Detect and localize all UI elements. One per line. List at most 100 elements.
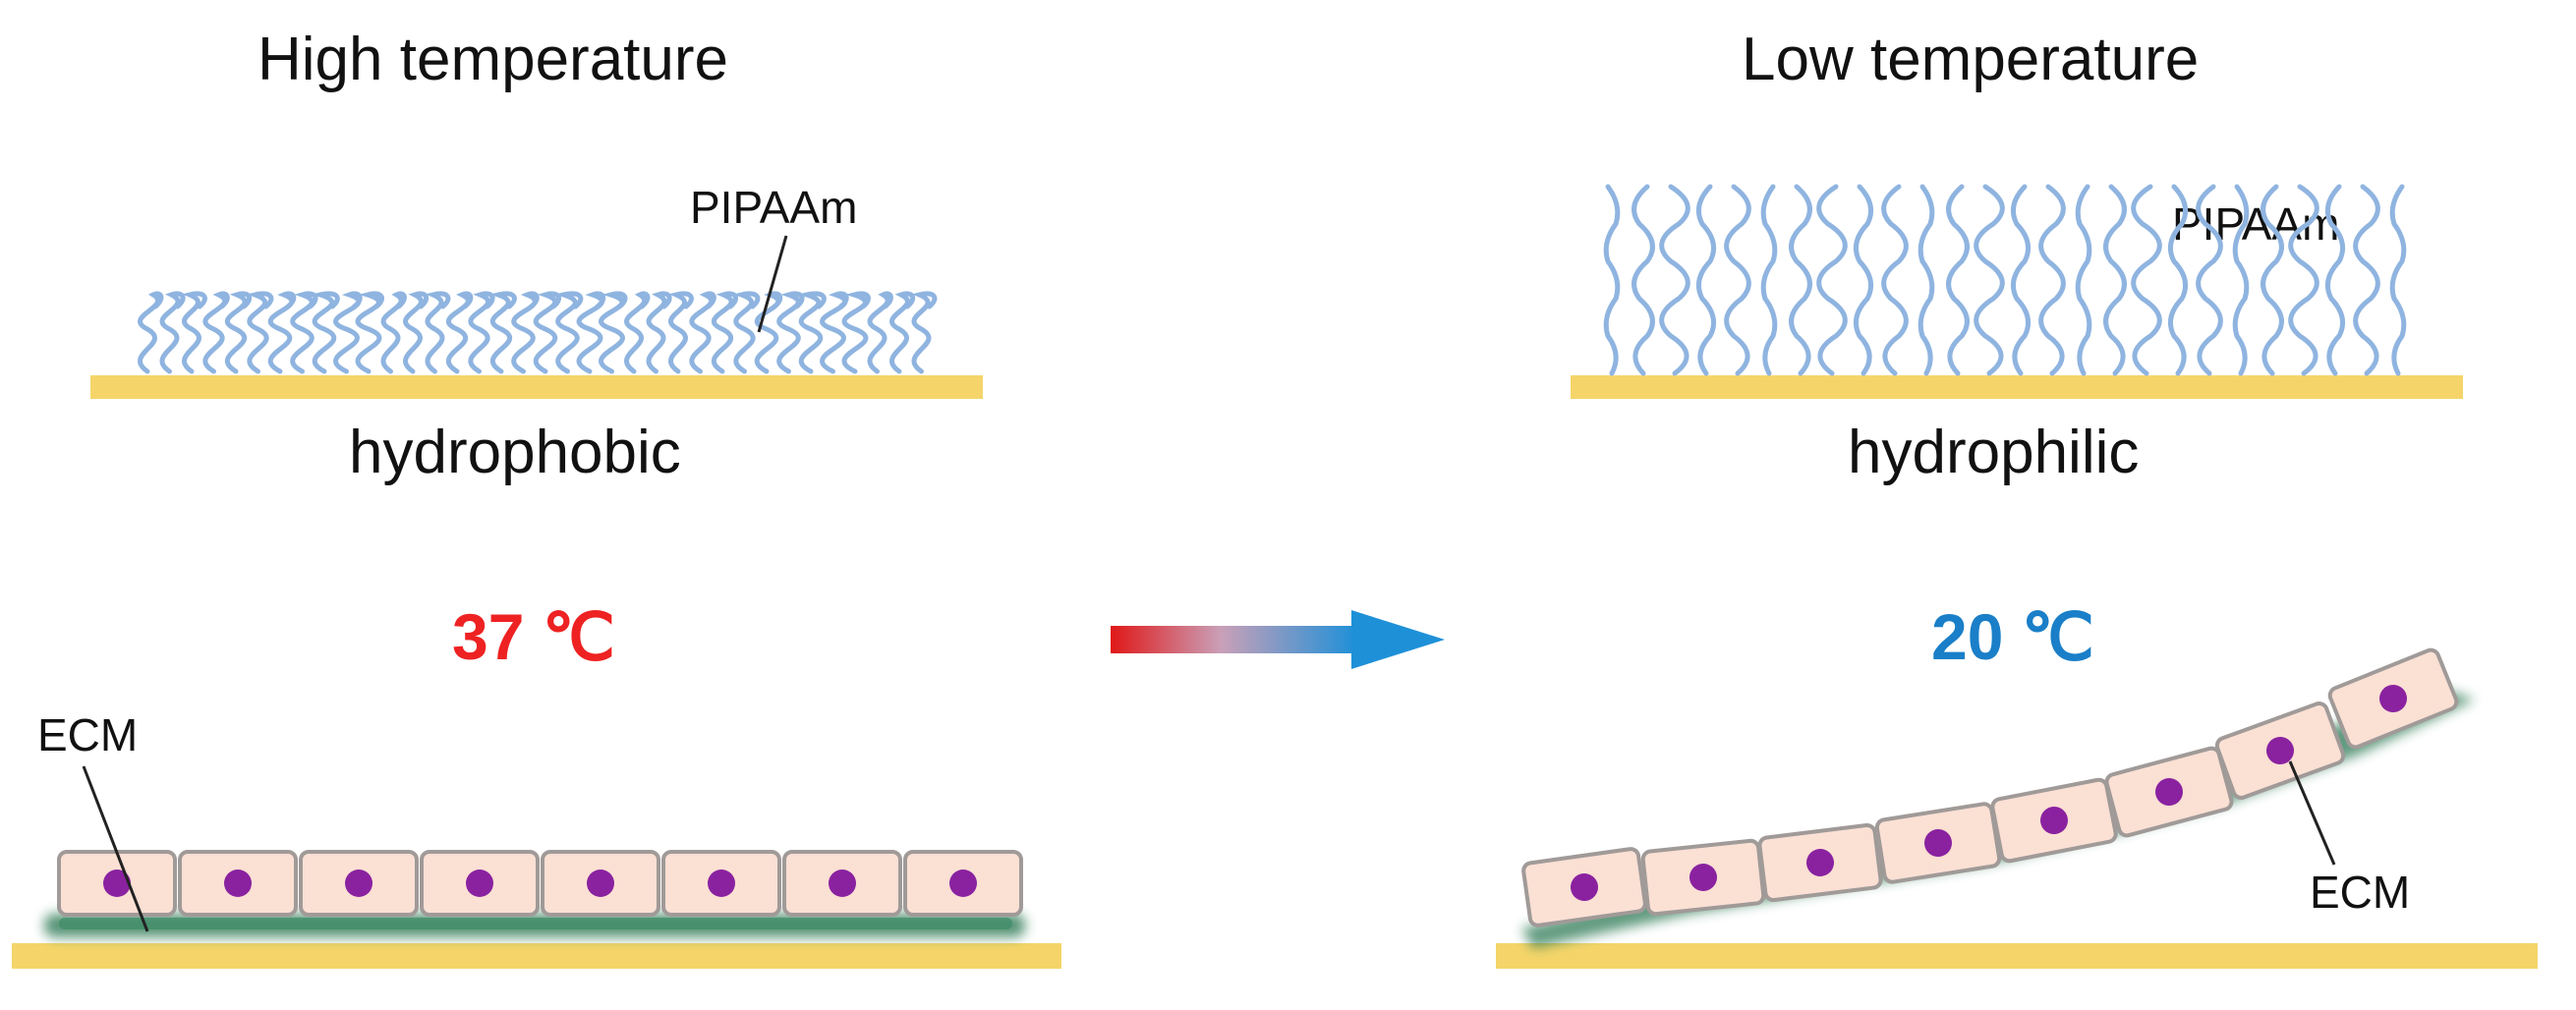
coiled-polymer-chain — [624, 291, 651, 374]
coiled-polymer-chain — [355, 291, 384, 374]
cell-nucleus — [1924, 829, 1952, 857]
coiled-polymer-chain — [511, 291, 540, 374]
coiled-polymer-chain — [159, 291, 186, 374]
extended-pipaam-chains — [1603, 184, 2407, 376]
extended-polymer-chain — [1853, 184, 1874, 376]
cell-nucleus — [708, 870, 735, 897]
extended-polymer-chain — [2389, 184, 2407, 376]
left-pipaam-label: PIPAAm — [690, 182, 858, 233]
coiled-polymer-chain — [712, 291, 739, 374]
collapsed-pipaam-chains — [138, 291, 938, 374]
coiled-polymer-chain — [668, 291, 694, 374]
extended-polymer-chain — [2353, 184, 2380, 376]
extended-polymer-chain — [2288, 184, 2319, 376]
left-pipaam-leader — [757, 235, 788, 333]
extended-polymer-chain — [1631, 184, 1655, 376]
cell — [1990, 777, 2118, 864]
extended-polymer-chain — [2038, 184, 2066, 376]
coiled-polymer-chain — [468, 291, 495, 374]
coiled-polymer-chain — [202, 291, 230, 374]
cell — [178, 850, 298, 917]
cell-nucleus — [949, 870, 977, 897]
cell — [661, 850, 781, 917]
cell — [2327, 647, 2459, 750]
cell — [299, 850, 419, 917]
cell — [1874, 802, 2002, 884]
coiled-polymer-chain — [889, 291, 916, 374]
cell — [2214, 701, 2346, 800]
extended-polymer-chain — [2010, 184, 2032, 376]
extended-polymer-chain — [1974, 184, 2005, 376]
right-top-substrate — [1571, 375, 2463, 399]
coiled-polymer-chain — [599, 291, 628, 374]
cell-nucleus — [1806, 849, 1834, 876]
extended-polymer-chain — [1918, 184, 1935, 376]
coiled-polymer-chain — [267, 291, 297, 374]
coiled-polymer-chain — [732, 291, 761, 374]
cell-nucleus — [224, 870, 252, 897]
left-top-substrate — [90, 375, 983, 399]
cell — [782, 850, 902, 917]
coiled-polymer-chain — [489, 291, 517, 374]
extended-polymer-chain — [1760, 184, 1778, 376]
coiled-polymer-chain — [797, 291, 827, 374]
extended-polymer-chain — [2324, 184, 2346, 376]
cell-nucleus — [2040, 807, 2068, 834]
right-ecm-leader — [2288, 760, 2336, 866]
coiled-polymer-chain — [841, 291, 871, 374]
coiled-polymer-chain — [138, 291, 164, 374]
left-ecm-label: ECM — [37, 709, 139, 760]
cell-nucleus — [103, 870, 131, 897]
coiled-polymer-chain — [576, 291, 606, 374]
extended-polymer-chain — [1659, 184, 1690, 376]
coiled-polymer-chain — [776, 291, 805, 374]
left-temperature: 37 ℃ — [452, 600, 615, 673]
extended-polymer-chain — [1695, 184, 1717, 376]
cell-nucleus — [829, 870, 856, 897]
cell-nucleus — [2266, 737, 2294, 764]
coiled-polymer-chain — [820, 291, 849, 374]
cell — [1521, 847, 1647, 927]
extended-polymer-chain — [2167, 184, 2189, 376]
extended-polymer-chain — [2232, 184, 2250, 376]
left-cell-sheet — [57, 850, 1023, 917]
right-title: Low temperature — [1742, 26, 2200, 93]
extended-polymer-chain — [2075, 184, 2092, 376]
cell — [1757, 822, 1883, 903]
coiled-polymer-chain — [553, 291, 584, 374]
right-temperature: 20 ℃ — [1931, 600, 2094, 673]
cell-nucleus — [466, 870, 493, 897]
coiled-polymer-chain — [333, 291, 363, 374]
cell-nucleus — [2379, 685, 2407, 712]
coiled-polymer-chain — [182, 291, 207, 374]
coiled-polymer-chain — [425, 291, 451, 374]
gradient-arrow-icon — [1111, 610, 1445, 669]
right-cell-sheet — [1521, 647, 2459, 927]
coiled-polymer-chain — [533, 291, 561, 374]
extended-polymer-chain — [1603, 184, 1621, 376]
extended-polymer-chain — [1816, 184, 1848, 376]
coiled-polymer-chain — [446, 291, 474, 374]
left-ecm-leader — [82, 765, 149, 932]
extended-polymer-chain — [1724, 184, 1751, 376]
extended-polymer-chain — [1946, 184, 1970, 376]
cell-nucleus — [587, 870, 614, 897]
extended-polymer-chain — [1881, 184, 1909, 376]
right-ecm-label: ECM — [2310, 867, 2411, 918]
extended-polymer-chain — [2103, 184, 2127, 376]
coiled-polymer-chain — [380, 291, 407, 374]
extended-polymer-chain — [1789, 184, 1812, 376]
cell — [541, 850, 660, 917]
left-bottom-substrate — [12, 943, 1061, 969]
cell-nucleus — [2155, 778, 2183, 806]
extended-polymer-chain — [2131, 184, 2162, 376]
cell — [420, 850, 540, 917]
coiled-polymer-chain — [754, 291, 783, 374]
cell — [2104, 746, 2234, 838]
cell — [903, 850, 1023, 917]
left-surface-label: hydrophobic — [349, 419, 681, 486]
coiled-polymer-chain — [225, 291, 253, 374]
cell-nucleus — [1571, 873, 1598, 901]
